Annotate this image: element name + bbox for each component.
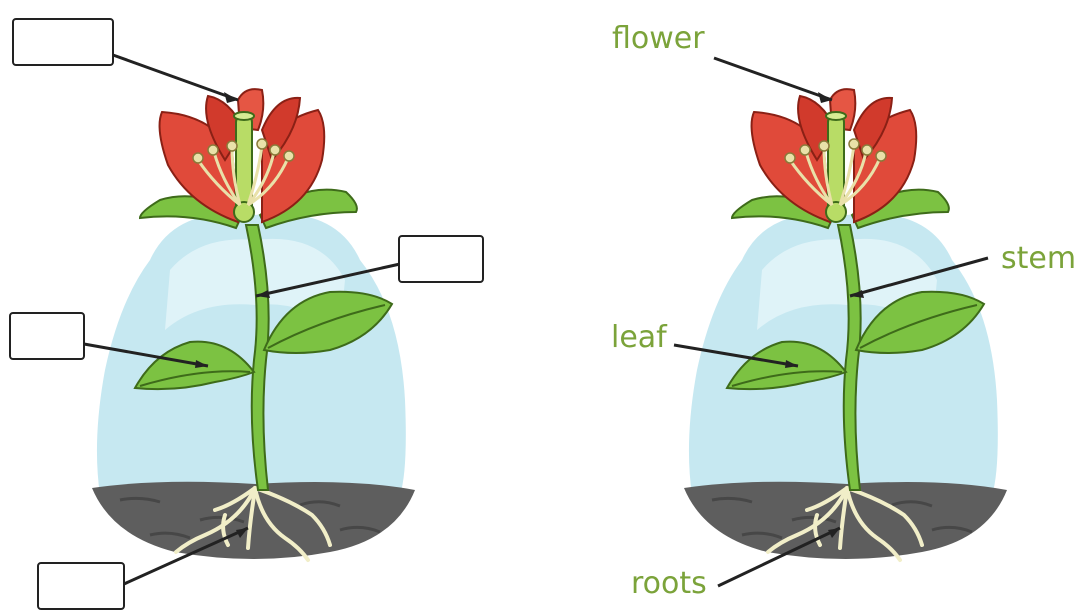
plant-diagram-labeled: flower stem leaf roots xyxy=(595,0,1078,612)
blank-box-flower[interactable] xyxy=(12,18,114,66)
pointer-line-flower xyxy=(714,58,832,100)
plant-diagram-unlabeled xyxy=(0,0,539,612)
blank-box-leaf[interactable] xyxy=(9,312,85,360)
blank-box-stem[interactable] xyxy=(398,235,484,283)
label-leaf: leaf xyxy=(611,323,667,353)
label-roots: roots xyxy=(631,569,707,599)
plant-illustration xyxy=(0,0,539,612)
label-stem: stem xyxy=(1001,244,1076,274)
blank-box-roots[interactable] xyxy=(37,562,125,610)
label-flower: flower xyxy=(612,24,705,54)
plant-illustration xyxy=(595,0,1075,612)
pointer-line-flower xyxy=(113,55,238,100)
